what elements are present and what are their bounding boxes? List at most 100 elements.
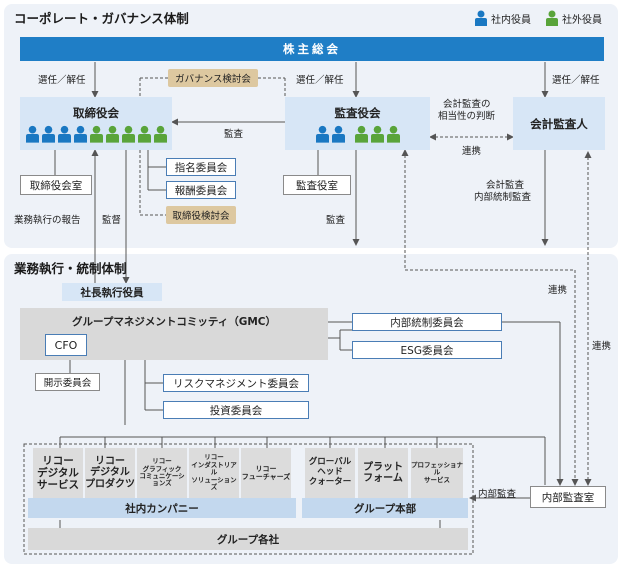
member-spacer — [348, 125, 352, 143]
person-icon-internal — [315, 125, 329, 143]
group-hq-bar: グループ本部 — [302, 498, 468, 518]
compensation-committee: 報酬委員会 — [166, 181, 236, 199]
in-house-company-bar: 社内カンパニー — [28, 498, 296, 518]
company-ricoh-digital-products: リコー デジタル プロダクツ — [85, 448, 135, 498]
cfo-label: CFO — [54, 338, 78, 352]
internal-audit-office: 内部監査室 — [530, 486, 606, 508]
person-icon-internal — [73, 125, 87, 143]
board-title: 取締役会 — [73, 105, 119, 120]
shareholders-meeting: 株主総会 — [20, 37, 604, 61]
company-name: リコー フューチャーズ — [241, 464, 291, 481]
audit-board-members — [315, 125, 400, 143]
label-accounting-audit-1: 会計監査 — [486, 180, 525, 191]
shareholders-label: 株主総会 — [283, 42, 341, 56]
person-icon-external — [546, 10, 558, 26]
label-internal-audit: 内部監査 — [478, 489, 517, 500]
label-elect-audit: 選任／解任 — [296, 75, 344, 86]
label-supervision: 監督 — [102, 215, 122, 226]
esg-committee: ESG委員会 — [352, 341, 502, 359]
company-ricoh-futures: リコー フューチャーズ — [241, 448, 291, 498]
person-icon-internal — [331, 125, 345, 143]
company-name: リコー インダストリアル ソリューションズ — [191, 453, 237, 492]
investment-committee: 投資委員会 — [163, 401, 309, 419]
company-global-hq: グローバル ヘッド クォーター — [305, 448, 355, 498]
person-icon-internal — [57, 125, 71, 143]
company-name: リコー デジタル プロダクツ — [85, 455, 135, 490]
person-icon-external — [386, 125, 400, 143]
audit-office-label: 監査役室 — [296, 179, 338, 192]
internal-audit-office-label: 内部監査室 — [541, 491, 595, 504]
president-ceo: 社長執行役員 — [62, 283, 162, 301]
person-icon-internal — [25, 125, 39, 143]
group-hq-label: グループ本部 — [353, 502, 417, 515]
in-house-company-label: 社内カンパニー — [125, 502, 199, 515]
company-name: プラット フォーム — [363, 461, 403, 485]
company-name: グローバル ヘッド クォーター — [308, 457, 352, 487]
board-members — [25, 125, 167, 143]
label-elect-board: 選任／解任 — [38, 75, 86, 86]
accounting-auditor-label: 会計監査人 — [530, 116, 588, 131]
board-office: 取締役会室 — [20, 175, 92, 195]
person-icon-internal — [41, 125, 55, 143]
person-icon-external — [137, 125, 151, 143]
internal-control-committee: 内部統制委員会 — [352, 313, 502, 331]
audit-board: 監査役会 — [285, 97, 430, 150]
person-icon-external — [354, 125, 368, 143]
risk-management-committee: リスクマネジメント委員会 — [163, 374, 309, 392]
compensation-label: 報酬委員会 — [174, 184, 228, 197]
person-icon-external — [153, 125, 167, 143]
company-name: リコー デジタル サービス — [37, 454, 79, 492]
group-companies-label: グループ各社 — [216, 533, 280, 546]
label-cooperation-1: 連携 — [462, 146, 482, 157]
board-of-directors: 取締役会 — [20, 97, 172, 150]
legend-internal-label: 社内役員 — [491, 14, 531, 26]
audit-office: 監査役室 — [283, 175, 351, 195]
label-audit-adequacy-2: 相当性の判断 — [438, 111, 496, 122]
esg-label: ESG委員会 — [400, 344, 454, 357]
label-accounting-audit-2: 内部統制監査 — [474, 192, 532, 203]
legend-external-label: 社外役員 — [562, 14, 602, 26]
disclosure-committee: 開示委員会 — [35, 373, 100, 391]
nomination-label: 指名委員会 — [174, 161, 228, 174]
disclosure-label: 開示委員会 — [43, 378, 92, 389]
label-audit-board: 監査 — [224, 129, 244, 140]
person-icon-external — [370, 125, 384, 143]
board-office-label: 取締役会室 — [29, 179, 83, 192]
president-label: 社長執行役員 — [80, 286, 144, 299]
accounting-auditor: 会計監査人 — [513, 97, 605, 150]
director-review-meeting: 取締役検討会 — [166, 206, 236, 224]
group-companies-bar: グループ各社 — [28, 528, 468, 550]
risk-label: リスクマネジメント委員会 — [173, 377, 299, 390]
nomination-committee: 指名委員会 — [166, 158, 236, 176]
audit-board-title: 監査役会 — [334, 105, 381, 120]
label-exec-report: 業務執行の報告 — [14, 215, 81, 226]
person-icon-external — [105, 125, 119, 143]
company-professional-services: プロフェッショナル サービス — [411, 448, 463, 498]
person-icon-external — [89, 125, 103, 143]
label-audit-adequacy-1: 会計監査の — [443, 99, 491, 110]
internal-control-label: 内部統制委員会 — [390, 316, 464, 329]
person-icon-external — [121, 125, 135, 143]
company-platform: プラット フォーム — [358, 448, 408, 498]
governance-committee: ガバナンス検討会 — [168, 69, 258, 87]
label-cooperation-2: 連携 — [548, 285, 568, 296]
director-review-label: 取締役検討会 — [172, 211, 230, 222]
legend-external: 社外役員 — [546, 10, 602, 26]
cfo-box: CFO — [45, 334, 87, 356]
label-elect-auditor: 選任／解任 — [552, 75, 600, 86]
governance-committee-label: ガバナンス検討会 — [175, 74, 251, 85]
company-ricoh-graphic-communications: リコー グラフィック コミュニケーションズ — [137, 448, 187, 498]
label-cooperation-3: 連携 — [592, 341, 612, 352]
investment-label: 投資委員会 — [209, 404, 263, 417]
label-audit-exec: 監査 — [326, 215, 346, 226]
gmc-label: グループマネジメントコミッティ（GMC） — [71, 316, 276, 328]
person-icon-internal — [475, 10, 487, 26]
legend-internal: 社内役員 — [475, 10, 531, 26]
company-name: リコー グラフィック コミュニケーションズ — [139, 457, 185, 488]
company-ricoh-industrial-solutions: リコー インダストリアル ソリューションズ — [189, 448, 239, 498]
execution-title: 業務執行・統制体制 — [14, 261, 127, 276]
company-ricoh-digital-services: リコー デジタル サービス — [33, 448, 83, 498]
company-name: プロフェッショナル サービス — [411, 460, 463, 484]
governance-title: コーポレート・ガバナンス体制 — [14, 11, 189, 26]
